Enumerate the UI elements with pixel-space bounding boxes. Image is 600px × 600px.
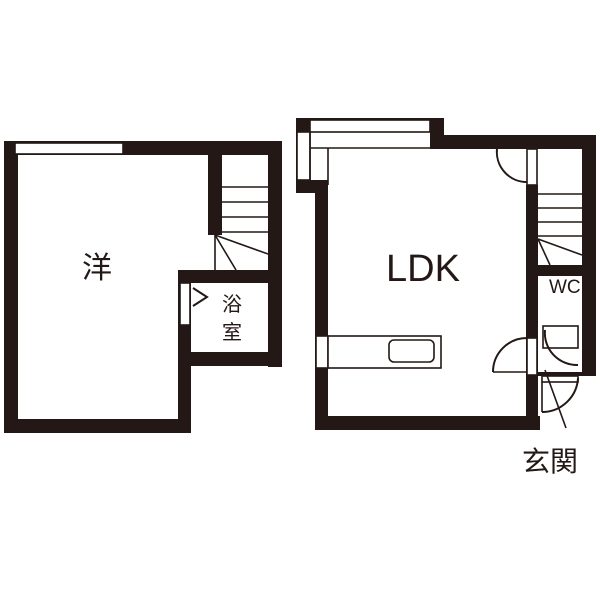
wall <box>315 185 328 430</box>
wall <box>582 135 596 375</box>
wall <box>315 416 540 430</box>
staircase <box>537 193 583 266</box>
wall <box>178 352 282 366</box>
wall <box>526 265 596 276</box>
room-label-wc: WC <box>549 277 581 298</box>
wall <box>526 185 538 430</box>
staircase <box>214 186 269 271</box>
wall <box>430 135 596 149</box>
ldk-door[interactable] <box>526 337 538 376</box>
wall <box>208 141 222 235</box>
door-swing-arc <box>541 377 579 414</box>
door-swing-arc <box>543 329 579 367</box>
room-label-ldk: LDK <box>386 248 460 290</box>
door-swing-arc <box>495 148 528 184</box>
window <box>315 335 329 369</box>
wall <box>4 141 18 431</box>
right-floor <box>296 118 596 430</box>
bathroom-door[interactable] <box>179 282 191 326</box>
sink-icon <box>388 339 435 363</box>
room-label-bathroom: 浴室 <box>222 292 242 344</box>
wall <box>178 270 282 283</box>
wall <box>4 419 191 433</box>
window <box>309 119 431 133</box>
room-label-western: 洋 <box>82 251 112 286</box>
window <box>14 142 124 155</box>
left-floor <box>4 141 282 433</box>
door-swing-icon <box>192 287 209 307</box>
door[interactable] <box>526 148 538 186</box>
wall <box>268 141 282 367</box>
room-label-entrance: 玄関 <box>522 445 579 478</box>
door-swing-arc <box>492 337 528 373</box>
wc-door[interactable] <box>542 325 579 349</box>
window <box>296 131 311 181</box>
wall <box>538 372 596 376</box>
wall <box>296 180 328 193</box>
